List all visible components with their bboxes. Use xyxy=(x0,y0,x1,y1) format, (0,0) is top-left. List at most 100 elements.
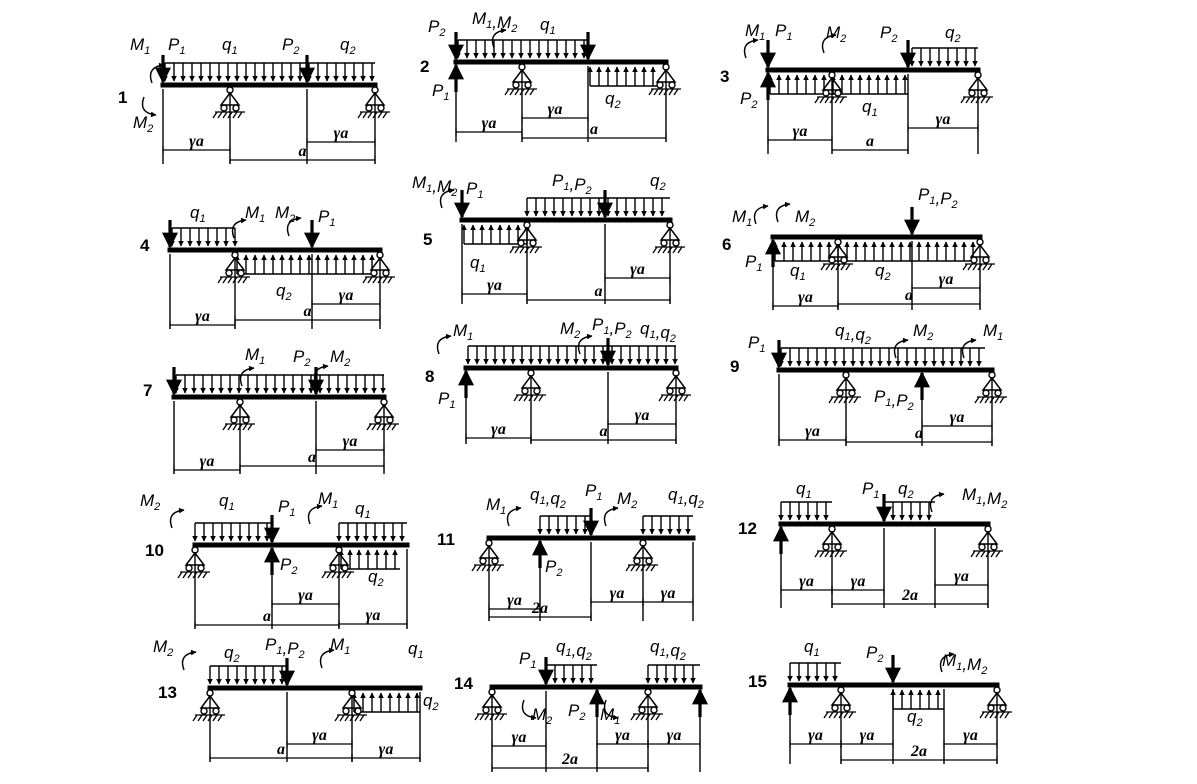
pin-support-icon xyxy=(474,688,507,721)
load-label: P1 xyxy=(168,35,185,57)
moment-arrow xyxy=(141,96,157,118)
scheme-number: 14 xyxy=(454,674,473,693)
distributed-load-up xyxy=(351,692,420,713)
load-label: P1,P2 xyxy=(552,171,592,197)
load-label: P2 xyxy=(545,557,562,579)
moment-arrow xyxy=(149,62,165,84)
span-label: γa xyxy=(379,741,394,758)
load-label: M1 xyxy=(330,635,350,657)
span-label: γa xyxy=(860,727,875,744)
scheme-number: 2 xyxy=(420,57,429,76)
load-label: M1 xyxy=(245,203,265,225)
load-label: M2 xyxy=(330,347,350,369)
distributed-load-down xyxy=(207,665,287,685)
scheme-number: 3 xyxy=(720,67,729,86)
pin-support-icon xyxy=(658,369,691,402)
load-label: q1 xyxy=(470,253,486,275)
distributed-load-down xyxy=(778,347,985,367)
load-label: q1 xyxy=(190,203,206,225)
span-label: γa xyxy=(615,727,630,744)
span-label: γa xyxy=(805,423,820,440)
load-label: P2 xyxy=(293,347,310,369)
moment-arrow xyxy=(319,647,335,669)
distributed-load-down xyxy=(465,345,678,365)
load-label: q2 xyxy=(650,171,666,193)
span-label: γa xyxy=(189,133,204,150)
load-label: M1 xyxy=(318,489,338,511)
distributed-load-down xyxy=(162,62,375,82)
load-label: P1 xyxy=(318,207,335,229)
pin-support-icon xyxy=(212,86,245,119)
load-label: q2 xyxy=(898,479,914,501)
scheme-number: 4 xyxy=(140,236,150,255)
distributed-load-down xyxy=(881,501,935,521)
moment-arrow xyxy=(313,363,329,385)
load-label: P2 xyxy=(880,23,897,45)
load-label: M1 xyxy=(983,321,1003,343)
distributed-load-up xyxy=(338,549,400,570)
moment-arrow xyxy=(929,491,945,513)
load-label: q1 xyxy=(804,637,820,659)
load-label: M1 xyxy=(453,321,473,343)
moment-arrow xyxy=(961,337,977,359)
load-label: q1 xyxy=(862,97,878,119)
distributed-load-up xyxy=(234,254,375,275)
span-label: γa xyxy=(610,585,625,602)
pin-support-icon xyxy=(814,71,847,104)
pin-support-icon xyxy=(625,539,658,572)
pin-support-icon xyxy=(504,63,537,96)
moment-arrow xyxy=(893,337,909,359)
pin-support-icon xyxy=(334,689,367,722)
load-label: P1 xyxy=(775,21,792,43)
load-label: q2 xyxy=(276,281,292,303)
scheme-number: 1 xyxy=(118,88,127,107)
moment-arrow xyxy=(491,27,507,49)
moment-arrow xyxy=(436,333,452,355)
moment-arrow xyxy=(506,505,522,527)
load-label: q2 xyxy=(368,567,384,589)
span-label: γa xyxy=(482,115,497,132)
span-label: γa xyxy=(487,277,502,294)
span-label: a xyxy=(915,425,923,442)
span-label: γa xyxy=(661,585,676,602)
pin-support-icon xyxy=(192,689,225,722)
pin-support-icon xyxy=(509,221,542,254)
distributed-load-up xyxy=(772,241,976,262)
distributed-load-down xyxy=(169,227,238,247)
load-label: M2 xyxy=(617,489,637,511)
span-label: 2a xyxy=(531,600,548,617)
load-label: M1 xyxy=(732,207,752,229)
load-label: M1,M2 xyxy=(942,651,987,677)
load-label: M2 xyxy=(133,113,153,135)
load-label: P2 xyxy=(428,17,445,39)
load-label: P1 xyxy=(519,649,536,671)
span-label: γa xyxy=(298,587,313,604)
distributed-load-down xyxy=(645,664,700,684)
pin-support-icon xyxy=(974,371,1007,404)
pin-support-icon xyxy=(970,525,1003,558)
span-label: γa xyxy=(936,111,951,128)
pin-support-icon xyxy=(648,63,681,96)
load-label: M2 xyxy=(826,23,846,45)
load-label: q2 xyxy=(423,691,439,713)
span-label: γa xyxy=(334,125,349,142)
distributed-load-down xyxy=(336,522,407,542)
pin-support-icon xyxy=(814,525,847,558)
load-label: q2 xyxy=(605,89,621,111)
moment-arrow xyxy=(239,365,255,387)
load-label: M1 xyxy=(486,495,506,517)
scheme-number: 11 xyxy=(437,530,455,549)
span-label: γa xyxy=(195,308,210,325)
span-label: γa xyxy=(635,407,650,424)
scheme-number: 10 xyxy=(145,541,164,560)
span-label: γa xyxy=(798,289,813,306)
